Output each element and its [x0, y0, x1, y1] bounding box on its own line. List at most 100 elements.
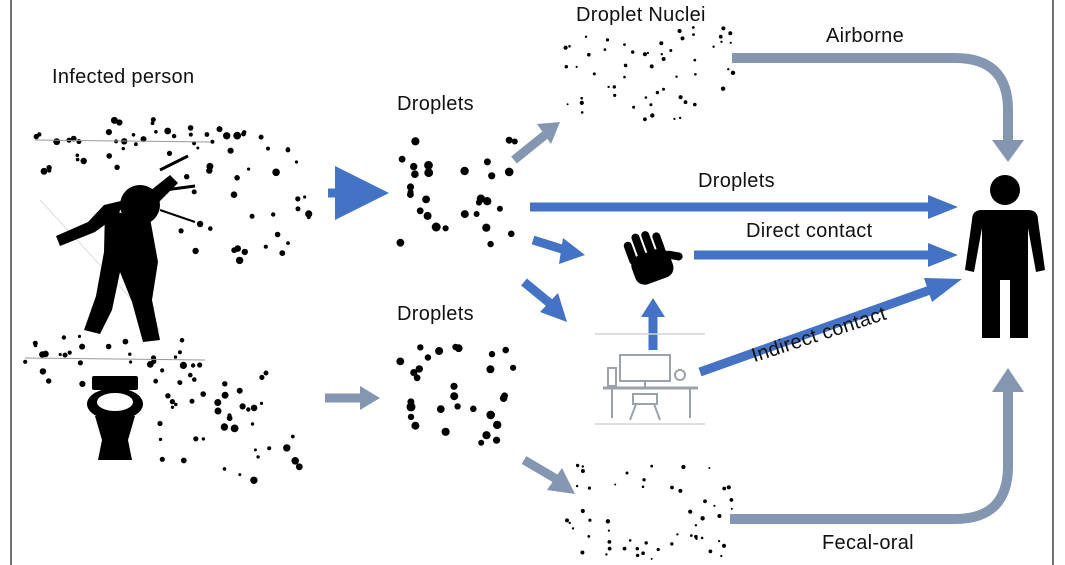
droplet-dot [411, 137, 420, 146]
nuclei-dot [607, 529, 611, 532]
nuclei-dot [692, 33, 695, 36]
droplet-dot [79, 343, 86, 350]
arrow-to-desk-head [540, 293, 567, 322]
droplet-dot [174, 402, 178, 407]
droplet-dot [247, 167, 251, 171]
person-icon [965, 175, 1045, 338]
droplet-dot [223, 132, 231, 140]
droplet-dot [441, 427, 450, 436]
droplet-dot [122, 338, 129, 345]
nuclei-dot [575, 65, 578, 68]
droplet-dot [169, 399, 175, 405]
droplet-dot [423, 211, 432, 220]
arrow-airborne-head [992, 140, 1024, 162]
droplet-dot [187, 125, 194, 131]
droplet-clusters [23, 26, 736, 560]
droplet-dot [179, 361, 187, 369]
droplet-dot [452, 343, 459, 351]
droplet-dot [508, 230, 515, 238]
droplet-dot [179, 337, 185, 343]
arrow-fecal-oral [730, 390, 1013, 524]
nuclei-dot [613, 93, 617, 97]
infected-person-label: Infected person [52, 66, 195, 88]
droplet-dot [486, 365, 495, 374]
nuclei-dot [730, 507, 733, 510]
nuclei-dot [622, 546, 627, 551]
nuclei-dot [623, 75, 626, 79]
nuclei-dot [623, 63, 628, 68]
nuclei-dot [607, 85, 610, 89]
nuclei-dot [625, 471, 629, 475]
nuclei-dot [660, 53, 663, 56]
nuclei-dot [565, 518, 569, 523]
droplet-dot [417, 344, 424, 351]
nuclei-dot [564, 65, 568, 69]
droplet-dot [487, 240, 494, 248]
droplet-dot [201, 437, 206, 441]
droplet-dot [140, 136, 147, 143]
arrow-droplets-route-head [928, 195, 958, 219]
nuclei-dot [650, 464, 654, 468]
droplet-dot [259, 401, 264, 405]
droplet-dot [496, 205, 503, 212]
nuclei-dot [721, 543, 727, 548]
nuclei-dot [677, 28, 682, 34]
droplet-dot [493, 420, 502, 430]
droplet-dot [511, 138, 518, 145]
spray-line [24, 357, 206, 361]
nuclei-dot [655, 90, 660, 95]
nuclei-dot [691, 26, 695, 29]
nuclei-dot [605, 519, 611, 524]
droplet-dot [396, 357, 405, 366]
droplet-dot [67, 350, 72, 355]
droplet-dot [488, 172, 496, 180]
droplet-dot [220, 423, 229, 431]
droplet-dot [406, 402, 416, 412]
droplet-dot [235, 256, 244, 265]
nuclei-dot [644, 96, 648, 99]
nuclei-dot [708, 549, 713, 554]
droplet-dot [250, 404, 258, 412]
droplet-dot [208, 226, 213, 231]
nuclei-dot [592, 72, 596, 76]
droplet-dot [271, 212, 276, 217]
arrow-to-droplets-bottom-head [360, 386, 380, 410]
droplet-dot [40, 167, 48, 175]
nuclei-dot [587, 535, 591, 538]
nuclei-dot [642, 478, 646, 482]
droplet-dot [294, 160, 299, 164]
desk-workspace-icon [595, 333, 705, 425]
droplets-bottom-label: Droplets [397, 303, 474, 325]
droplet-dot [178, 228, 184, 234]
droplet-dot [170, 405, 175, 409]
droplet-dot [488, 350, 496, 358]
nuclei-dot [649, 64, 654, 69]
droplet-dot [411, 421, 420, 430]
nuclei-dot [587, 52, 591, 57]
nuclei-dot [614, 483, 617, 486]
droplet-dot [283, 444, 291, 452]
droplet-dot [227, 147, 234, 154]
arrow-to-nuclei [511, 131, 548, 164]
nuclei-dot [708, 467, 711, 469]
nuclei-dot [581, 465, 584, 468]
nuclei-dot [646, 51, 650, 55]
droplet-dot [151, 358, 157, 364]
droplet-dot [483, 197, 492, 206]
droplet-dot [460, 210, 469, 219]
nuclei-dot [649, 103, 653, 107]
nuclei-dot [694, 524, 698, 527]
droplet-dot [75, 157, 80, 162]
droplet-dot [206, 162, 214, 170]
nuclei-dot [720, 554, 723, 558]
nuclei-dot [571, 527, 575, 530]
nuclei-dot [643, 117, 647, 122]
droplet-dot [62, 352, 68, 358]
nuclei-dot [728, 31, 733, 36]
nuclei-dot [676, 533, 679, 536]
nuclei-dot [683, 100, 688, 105]
droplet-dot [482, 223, 491, 232]
nuclei-dot [681, 464, 686, 470]
droplet-dot [509, 364, 517, 371]
nuclei-dot [584, 35, 588, 38]
